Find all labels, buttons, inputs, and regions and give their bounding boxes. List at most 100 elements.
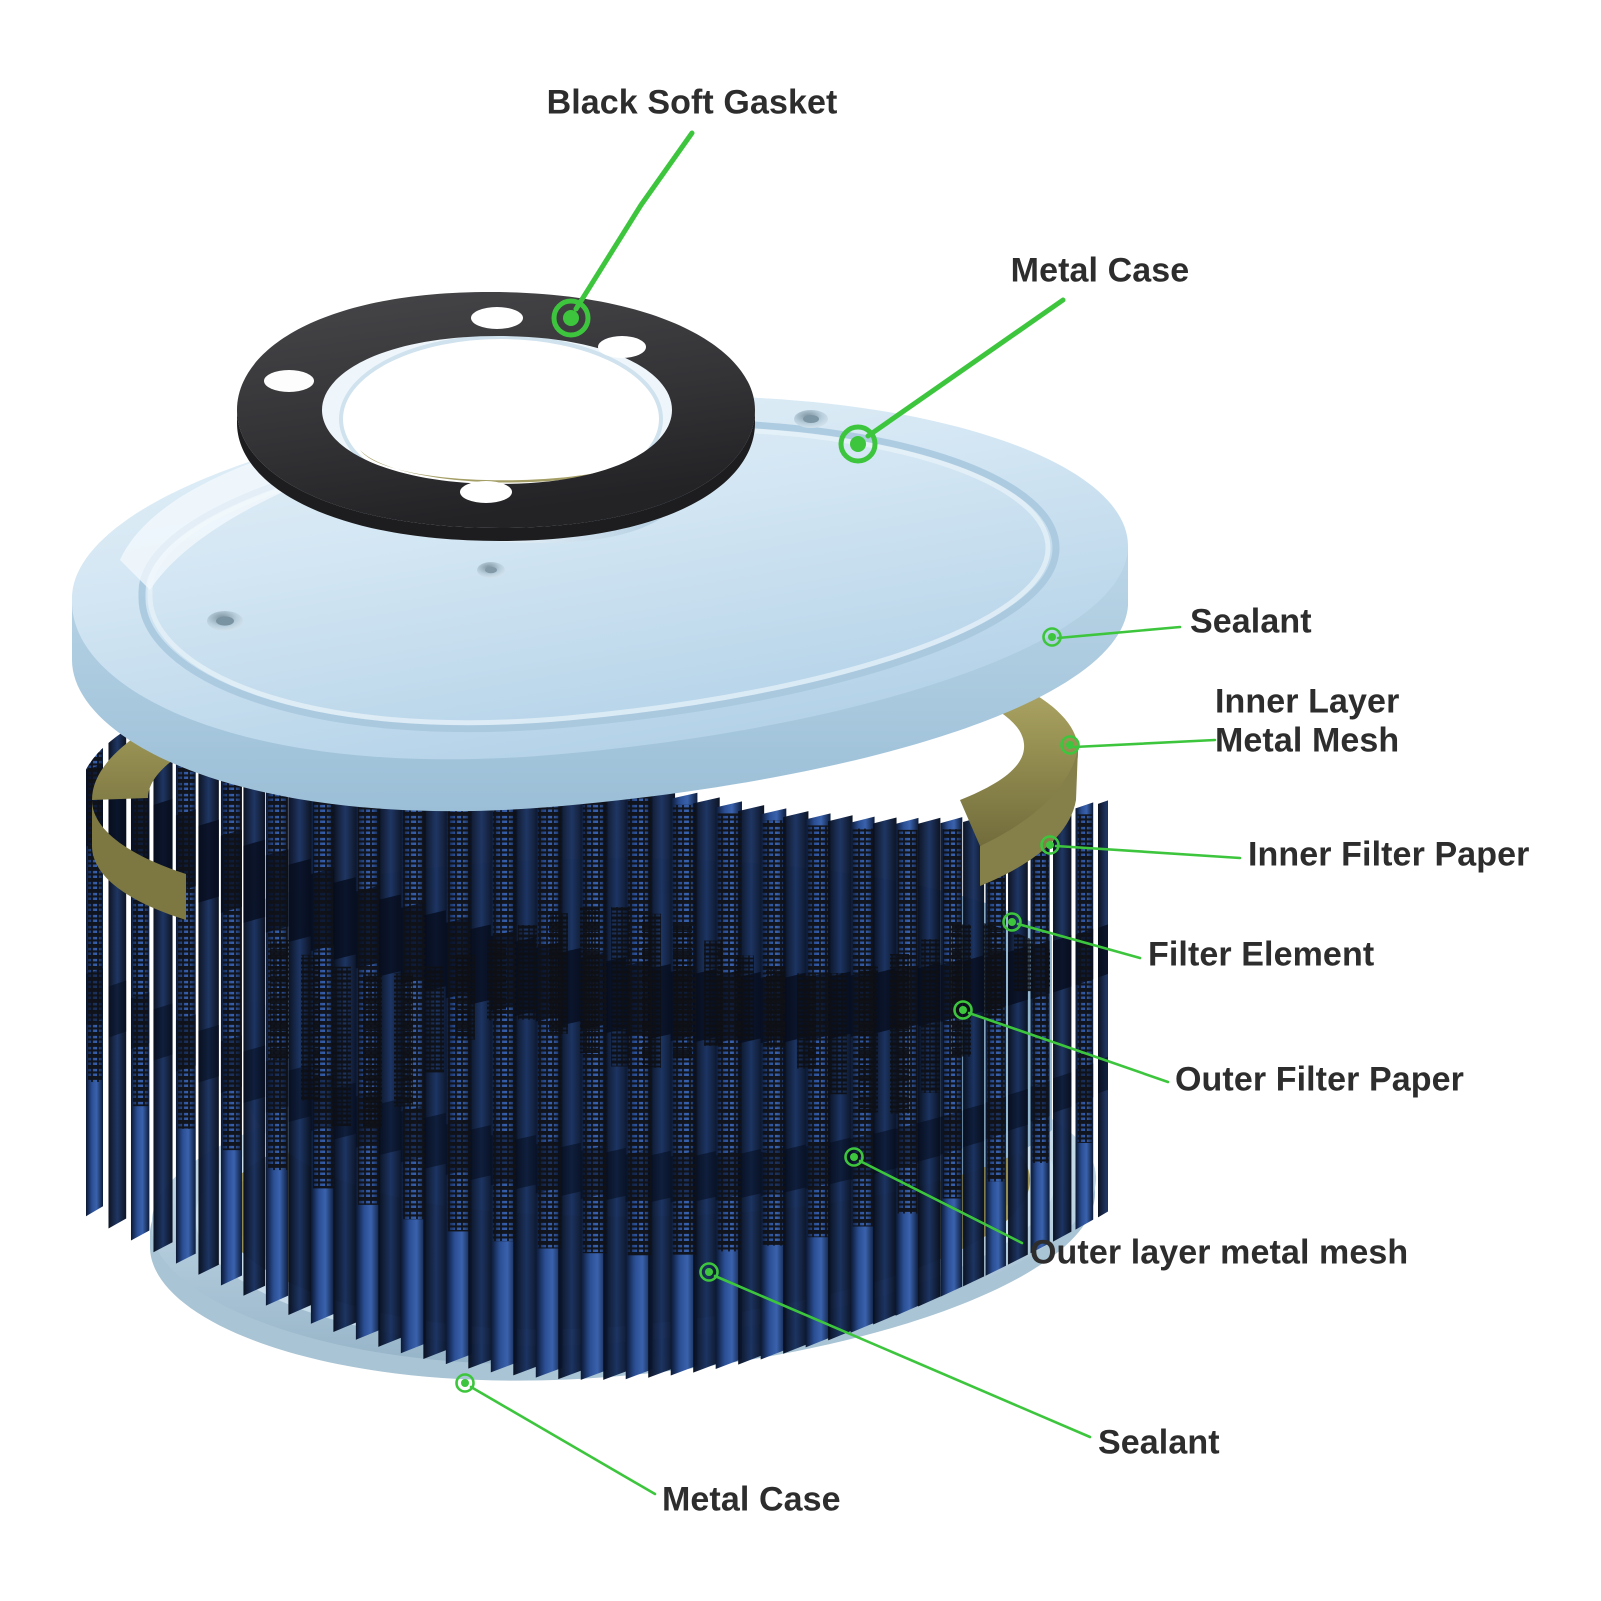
callout-marker-dot-black-soft-gasket[interactable]: [563, 310, 579, 326]
leader-line-black-soft-gasket: [573, 130, 695, 312]
callout-marker-dot-metal-case-top[interactable]: [850, 436, 866, 452]
cap-dimple-right: [794, 410, 828, 428]
pleat-shadow-band: [378, 893, 404, 977]
pleat-shadow-band: [108, 980, 127, 1038]
callout-label-line: Sealant: [1190, 602, 1312, 641]
callout-label-line: Filter Element: [1148, 935, 1375, 974]
inner-mesh-panel: [828, 972, 847, 1095]
callout-marker-dot-metal-case-bottom[interactable]: [461, 1379, 469, 1387]
outer-layer-metal-mesh-panel: [1077, 814, 1093, 1143]
pleat-shadow-band: [783, 1143, 809, 1193]
pleat-shadow-band: [828, 1137, 853, 1185]
pleat-shadow-band: [1053, 1072, 1072, 1113]
callout-label-metal-case-bottom: Metal Case: [662, 1480, 841, 1519]
inner-mesh-panel: [673, 925, 692, 1059]
callout-label-filter-element: Filter Element: [1148, 935, 1374, 974]
pleat-shadow-band: [1008, 1088, 1028, 1131]
pleat-shadow-band: [1098, 1054, 1108, 1094]
inner-mesh-panel: [487, 939, 506, 1021]
inner-mesh-panel: [580, 906, 599, 1054]
pleat-fold: [873, 817, 897, 1325]
callout-label-line: Outer layer metal mesh: [1030, 1233, 1409, 1272]
callout-marker-dot-sealant-top[interactable]: [1048, 633, 1056, 641]
pleat-fold: [108, 640, 127, 1229]
callout-marker-dot-inner-filter-paper[interactable]: [1046, 841, 1054, 849]
inner-mesh-panel: [611, 906, 630, 1067]
pleat-shadow-band: [693, 1150, 720, 1202]
leader-line-outer-layer-metal-mesh: [858, 1159, 1024, 1245]
gasket-bolt-hole-left: [264, 370, 314, 392]
callout-marker-ring-outer-layer-metal-mesh[interactable]: [844, 1147, 864, 1167]
pleat-fold: [378, 702, 404, 1347]
pleat-fold: [198, 640, 219, 1275]
callout-marker-ring-inner-filter-paper[interactable]: [1040, 835, 1060, 855]
callout-marker-ring-black-soft-gasket[interactable]: [551, 298, 591, 338]
inner-mesh-panel: [704, 940, 723, 1046]
callout-marker-dot-inner-layer-metal-mesh[interactable]: [1066, 741, 1074, 749]
callout-marker-dot-outer-layer-metal-mesh[interactable]: [850, 1153, 858, 1161]
callout-marker-dot-sealant-bottom[interactable]: [705, 1268, 713, 1276]
gasket-bolt-hole-top: [471, 307, 523, 329]
inner-mesh-panel: [735, 955, 754, 1041]
black-soft-gasket: [237, 292, 755, 541]
callout-marker-ring-sealant-bottom[interactable]: [699, 1262, 719, 1282]
inner-mesh-panel: [518, 924, 537, 1020]
callout-leaders: [455, 130, 1242, 1496]
pleat-shadow-band: [558, 1141, 586, 1197]
callout-marker-ring-filter-element[interactable]: [1002, 912, 1022, 932]
callout-marker-dot-outer-filter-paper[interactable]: [959, 1006, 967, 1014]
callout-label-line: Metal Case: [1010, 251, 1190, 290]
inner-mesh-panel: [890, 954, 909, 1114]
pleat-fold: [468, 735, 495, 1369]
callout-label-outer-layer-metal-mesh: Outer layer metal mesh: [1030, 1233, 1408, 1272]
gasket-bolt-hole-bottom: [460, 481, 512, 503]
pleat-shadow-band: [918, 1117, 941, 1162]
leader-line-inner-filter-paper: [1054, 844, 1242, 860]
inner-mesh-panel: [549, 913, 568, 1034]
callout-label-outer-filter-paper: Outer Filter Paper: [1175, 1060, 1464, 1099]
pleat-shadow-band: [738, 1148, 765, 1199]
callout-label-black-soft-gasket: Black Soft Gasket: [547, 83, 838, 122]
outer-layer-metal-mesh-panel: [942, 829, 962, 1199]
callout-label-line: Inner Filter Paper: [1248, 835, 1530, 874]
pleat-shadow-band: [333, 876, 358, 960]
inner-mesh-panel: [983, 912, 1002, 1018]
inner-mesh-panel: [456, 954, 475, 1040]
callout-marker-ring-sealant-top[interactable]: [1042, 627, 1062, 647]
pleat-shadow-band: [873, 1128, 897, 1175]
pleat-fold: [1098, 797, 1108, 1218]
pleat-shadow-band: [513, 1134, 540, 1190]
pleat-shadow-band: [423, 1112, 449, 1169]
outer-layer-metal-mesh-panel: [627, 794, 652, 1256]
inner-mesh-panel: [425, 966, 444, 1073]
outer-layer-metal-mesh-panel: [717, 813, 741, 1252]
callout-marker-ring-outer-filter-paper[interactable]: [953, 1000, 973, 1020]
pleat-fold: [243, 646, 266, 1296]
callout-label-line: Inner Layer: [1215, 682, 1400, 721]
leader-line-sealant-bottom: [713, 1274, 1092, 1439]
callout-label-line: Metal Mesh: [1215, 722, 1400, 760]
callout-label-sealant-top: Sealant: [1190, 602, 1312, 641]
cap-dimple-center: [477, 562, 505, 578]
callout-marker-ring-inner-layer-metal-mesh[interactable]: [1060, 735, 1080, 755]
pleat-shadow-band: [1053, 934, 1072, 993]
leader-line-sealant-top: [1056, 625, 1182, 640]
callout-marker-ring-metal-case-top[interactable]: [838, 424, 878, 464]
callout-label-line: Black Soft Gasket: [546, 83, 838, 122]
callout-marker-ring-metal-case-bottom[interactable]: [455, 1373, 475, 1393]
leader-line-inner-layer-metal-mesh: [1072, 738, 1217, 749]
pleat-fold: [738, 805, 765, 1365]
inner-mesh-panel: [332, 966, 351, 1127]
inner-mesh-panel: [301, 954, 320, 1101]
pleat-shadow-band: [378, 1098, 404, 1156]
pleat-fold: [513, 750, 540, 1376]
pleat-shadow-band: [153, 1003, 173, 1061]
pleat-shadow-band: [603, 1147, 631, 1201]
inner-mesh-panel: [642, 913, 661, 1068]
callout-marker-dot-filter-element[interactable]: [1008, 918, 1016, 926]
outer-layer-metal-mesh-panel: [807, 825, 830, 1238]
leader-line-outer-filter-paper: [967, 1011, 1170, 1084]
leader-line-filter-element: [1016, 922, 1142, 960]
callout-label-line: Outer Filter Paper: [1175, 1060, 1464, 1099]
